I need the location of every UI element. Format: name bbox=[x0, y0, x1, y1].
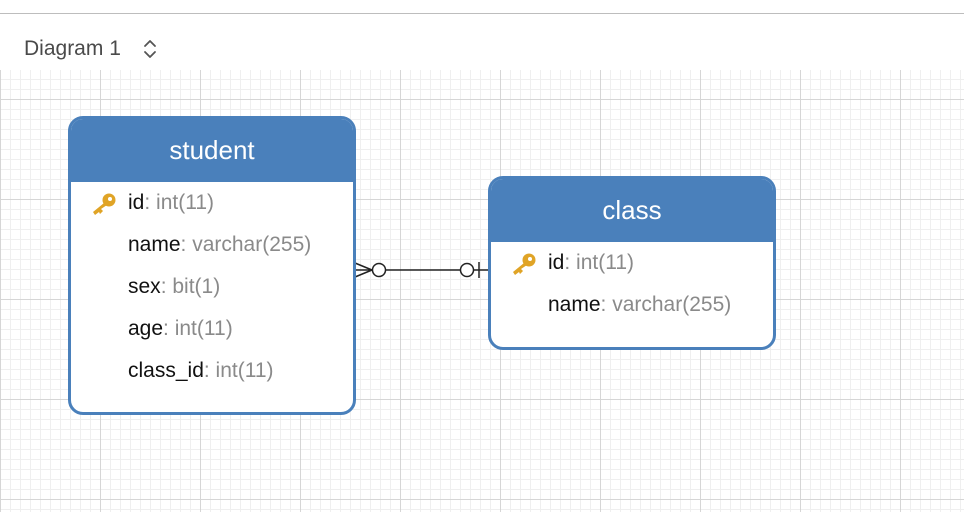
table-column-row[interactable]: age: int(11) bbox=[71, 308, 353, 350]
chevron-up-down-icon bbox=[143, 40, 156, 58]
primary-key-icon bbox=[93, 193, 116, 215]
column-name: id bbox=[128, 191, 145, 214]
column-name: sex bbox=[128, 275, 161, 298]
table-student[interactable]: student id: int(11) name: varchar(255) s… bbox=[68, 116, 356, 415]
table-column-row[interactable]: name: varchar(255) bbox=[71, 224, 353, 266]
column-name: id bbox=[548, 251, 565, 274]
table-column-row[interactable]: class_id: int(11) bbox=[71, 350, 353, 392]
column-type: : int(11) bbox=[163, 317, 233, 340]
column-type: : varchar(255) bbox=[180, 233, 312, 256]
column-type: : int(11) bbox=[564, 251, 634, 274]
table-column-row[interactable]: id: int(11) bbox=[491, 242, 773, 284]
top-divider bbox=[0, 13, 964, 14]
toolbar: Diagram 1 bbox=[0, 14, 964, 70]
table-column-row[interactable]: sex: bit(1) bbox=[71, 266, 353, 308]
table-header: student bbox=[71, 119, 353, 182]
column-type: : varchar(255) bbox=[600, 293, 732, 316]
column-name: name bbox=[548, 293, 601, 316]
column-type: : int(11) bbox=[144, 191, 214, 214]
column-type: : int(11) bbox=[203, 359, 274, 382]
column-type: : bit(1) bbox=[160, 275, 221, 298]
column-name: class_id bbox=[128, 359, 204, 382]
diagram-selector[interactable]: Diagram 1 bbox=[24, 34, 157, 64]
primary-key-icon bbox=[513, 253, 536, 275]
table-class[interactable]: class id: int(11) name: varchar(255) bbox=[488, 176, 776, 350]
table-column-row[interactable]: id: int(11) bbox=[71, 182, 353, 224]
column-name: name bbox=[128, 233, 181, 256]
table-header: class bbox=[491, 179, 773, 242]
table-column-row[interactable]: name: varchar(255) bbox=[491, 284, 773, 326]
column-name: age bbox=[128, 317, 164, 340]
diagram-name: Diagram 1 bbox=[24, 37, 121, 60]
